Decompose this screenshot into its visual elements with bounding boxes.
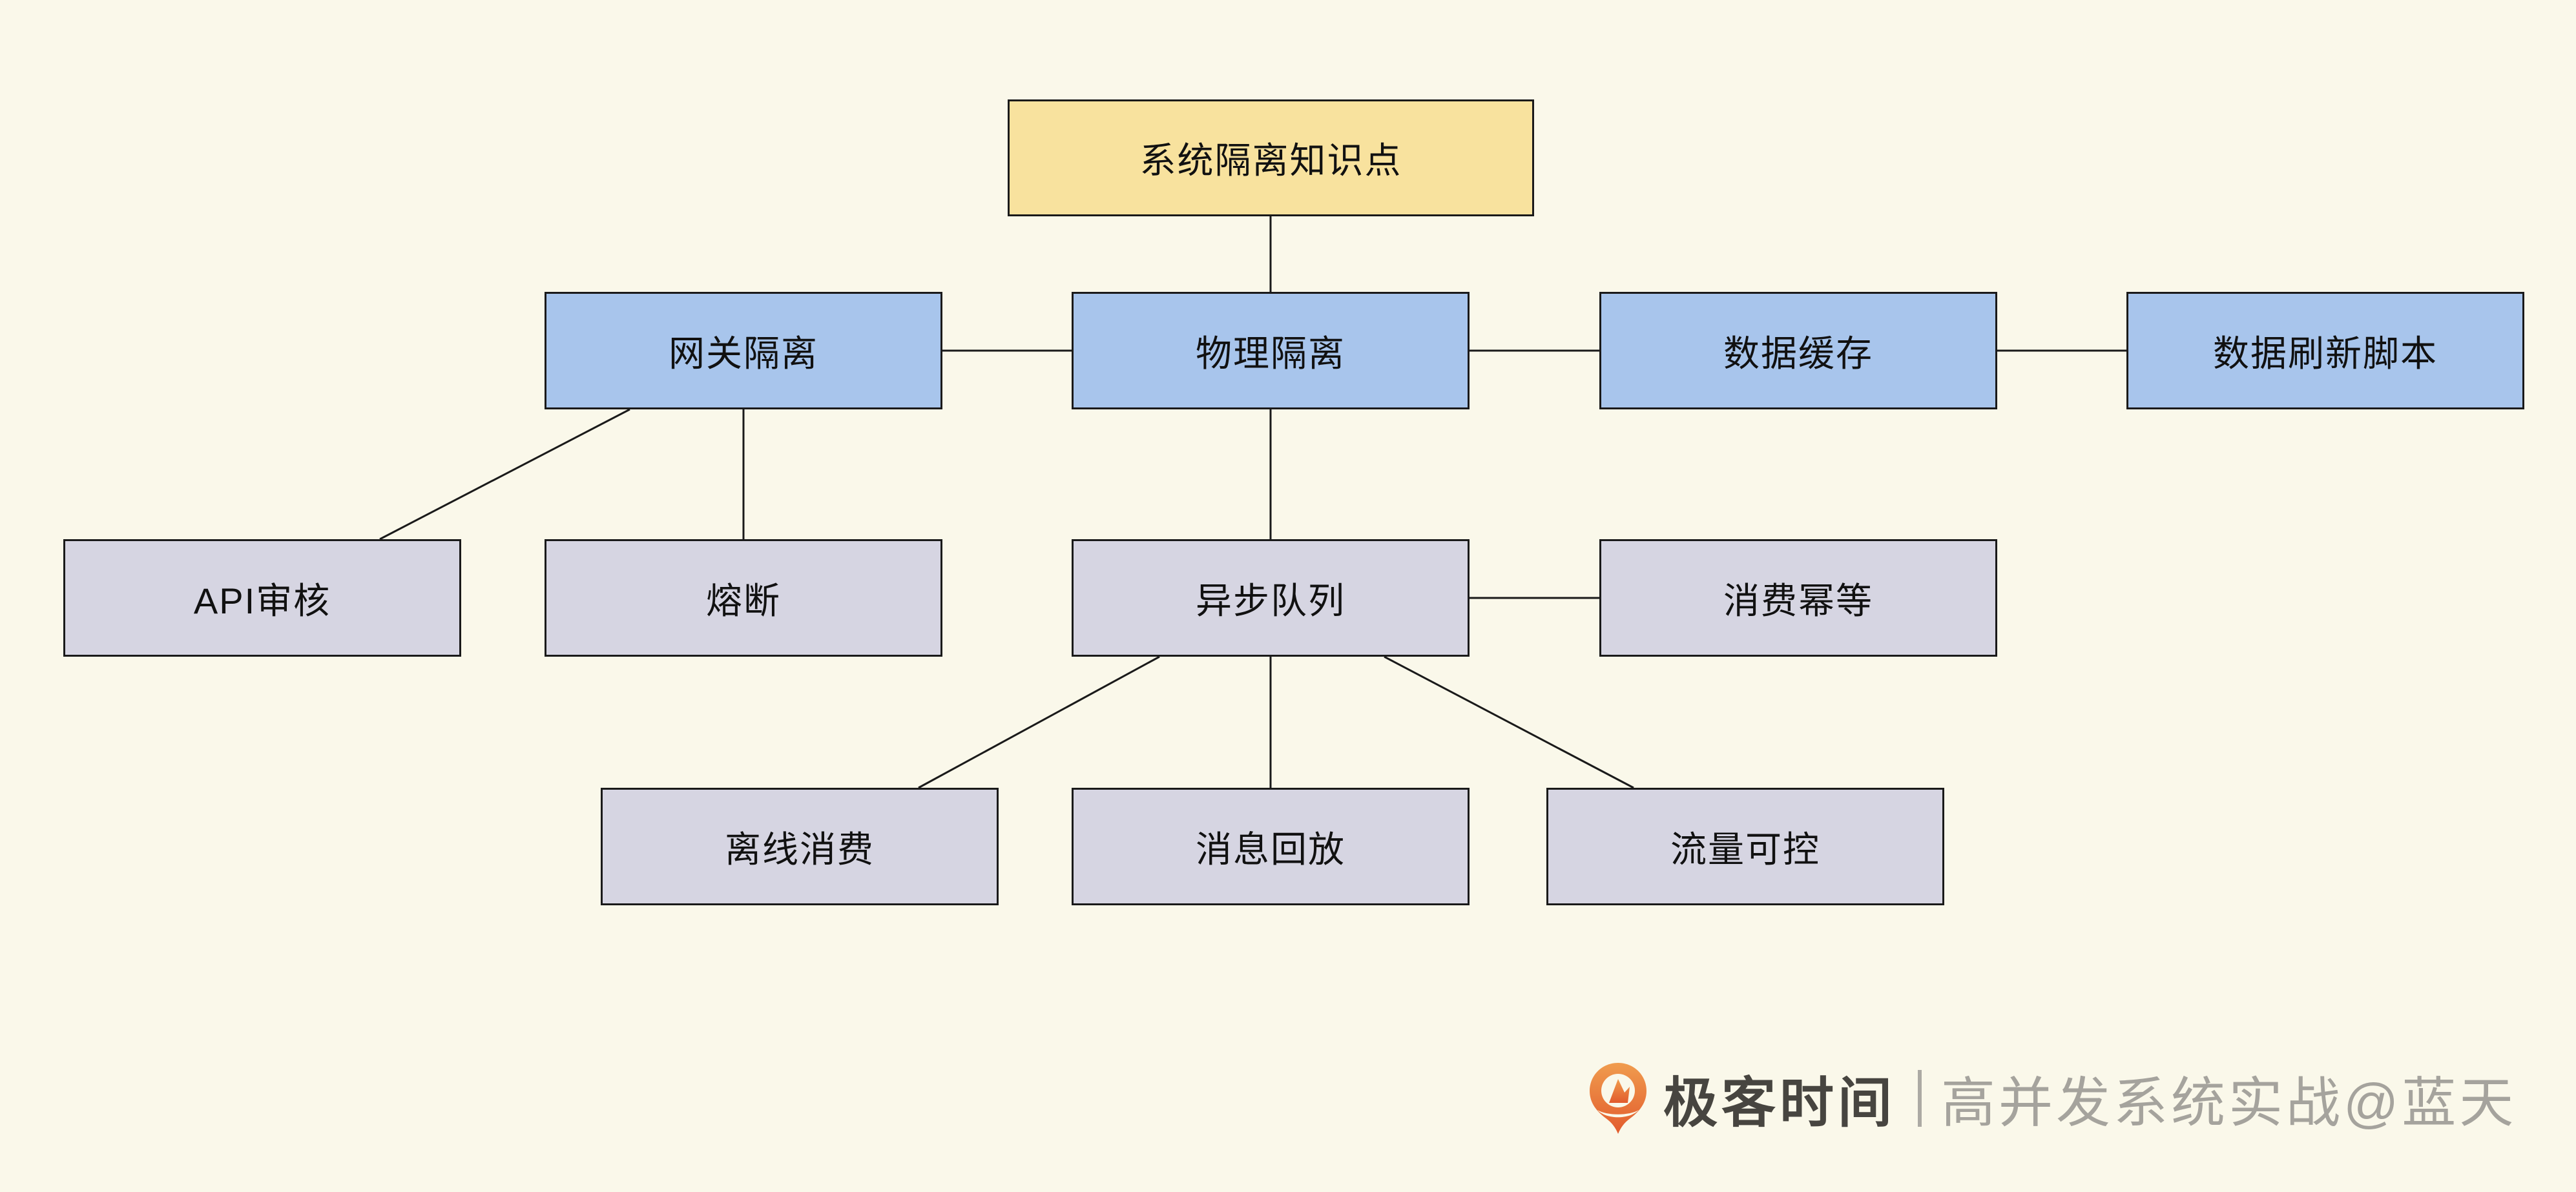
node-gateway-isolation: 网关隔离	[545, 292, 942, 409]
node-traffic-control: 流量可控	[1546, 788, 1944, 905]
node-circuit-breaker: 熔断	[545, 539, 942, 657]
node-consume-idempotent: 消费幂等	[1599, 539, 1997, 657]
edge-queue-offline	[918, 655, 1160, 789]
geektime-logo-icon	[1590, 1063, 1646, 1134]
node-physical-isolation: 物理隔离	[1072, 292, 1470, 409]
node-offline-consume: 离线消费	[601, 788, 999, 905]
watermark: 极客时间 高并发系统实战@蓝天	[1589, 1062, 2517, 1135]
node-async-queue: 异步队列	[1072, 539, 1470, 657]
node-message-replay: 消息回放	[1072, 788, 1470, 905]
watermark-course-text: 高并发系统实战@蓝天	[1941, 1072, 2517, 1133]
edge-gateway-api-audit	[379, 408, 630, 540]
node-api-audit: API审核	[63, 539, 461, 657]
node-data-cache: 数据缓存	[1599, 292, 1997, 409]
edge-queue-traffic	[1384, 655, 1634, 789]
node-system-isolation: 系统隔离知识点	[1008, 99, 1534, 216]
watermark-brand-text: 极客时间	[1663, 1072, 1896, 1133]
node-data-refresh-script: 数据刷新脚本	[2126, 292, 2524, 409]
watermark-divider	[1918, 1070, 1922, 1127]
